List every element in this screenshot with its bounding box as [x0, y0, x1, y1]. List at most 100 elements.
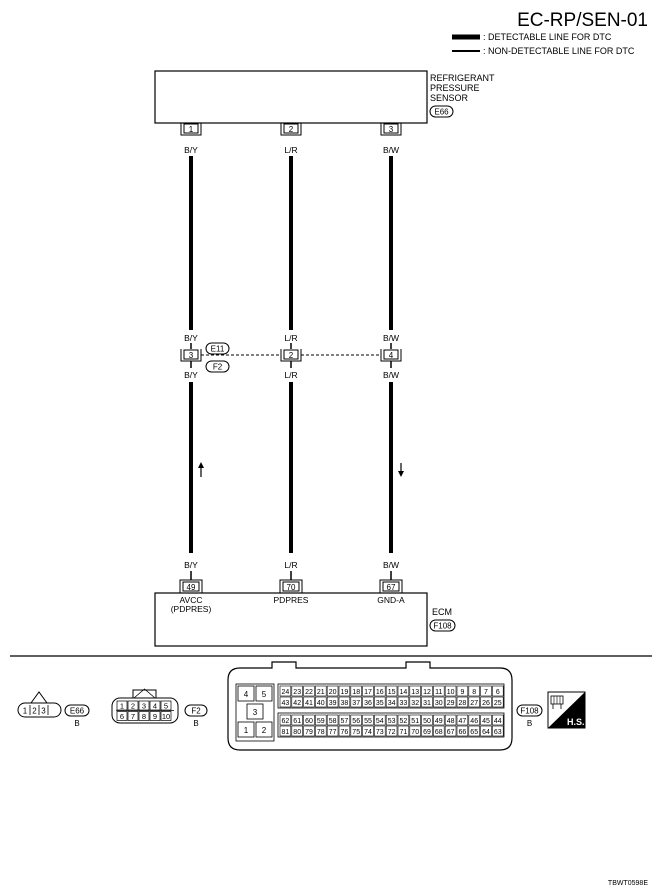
f108-cell [291, 714, 303, 726]
f2-pin: 9 [153, 712, 157, 721]
hs-badge-label: H.S. [567, 717, 585, 727]
wire-3-color-top: B/W [383, 145, 399, 155]
f108-cell [279, 714, 292, 726]
f108-cell [433, 725, 445, 737]
f108-cell [468, 685, 480, 697]
f2-cell [138, 711, 150, 721]
f108-cell [397, 714, 410, 726]
f108-cell [303, 696, 315, 708]
f108-cell [492, 714, 504, 726]
f108-pin: 47 [459, 718, 467, 725]
f108-pin: 77 [329, 729, 337, 736]
f2-cell [149, 700, 161, 711]
ecm-name: ECM [432, 607, 452, 617]
f2-view-id: F2 [191, 707, 201, 716]
f108-cell [385, 685, 398, 697]
f108-cell [362, 725, 374, 737]
f108-pin: 13 [411, 689, 419, 696]
f108-cell-3 [246, 703, 264, 720]
f108-pin: 16 [376, 689, 384, 696]
f108-cell [421, 714, 433, 726]
f108-cell [362, 696, 374, 708]
f108-cell [291, 685, 303, 697]
sensor-pin-1: 1 [180, 123, 202, 136]
f108-pin-3: 3 [253, 708, 258, 717]
f108-pin: 68 [435, 729, 443, 736]
ecm-pin-49: 49 [179, 579, 203, 593]
f108-cell [468, 714, 480, 726]
f108-pin-4: 4 [244, 690, 249, 699]
f108-pin: 60 [305, 718, 313, 725]
ecm-unit: AVCC (PDPRES) PDPRES GND-A ECM F108 [154, 592, 456, 647]
hs-badge: H.S. [547, 691, 586, 729]
f108-pin: 29 [447, 700, 455, 707]
refrigerant-pressure-sensor: REFRIGERANT PRESSURE SENSOR E66 [154, 70, 495, 124]
f108-cell [374, 685, 386, 697]
f108-pin: 31 [423, 700, 431, 707]
wire-1-color-joint-top: B/Y [184, 333, 198, 343]
f108-pin: 22 [305, 689, 313, 696]
f2-key [132, 689, 157, 698]
sensor-pin-2-label: 2 [289, 125, 294, 134]
f108-cell [468, 696, 480, 708]
f108-pin: 63 [494, 729, 502, 736]
f108-cell [385, 714, 398, 726]
f108-pin: 39 [329, 700, 337, 707]
f108-cell [326, 685, 339, 697]
e66-pin-3: 3 [41, 707, 46, 716]
f108-pin: 32 [411, 700, 419, 707]
f108-cell [433, 714, 445, 726]
f108-pin: 64 [482, 729, 490, 736]
f108-cell [303, 685, 315, 697]
f108-cell [421, 685, 433, 697]
f108-pin: 34 [388, 700, 396, 707]
f108-cell-1 [237, 721, 255, 738]
ecm-pin-67-label: 67 [387, 583, 396, 592]
harness-connector-icon [550, 695, 564, 709]
sensor-pin-1-label: 1 [189, 125, 194, 134]
joint-connector-top-id: E11 [211, 345, 225, 354]
f108-cell [279, 725, 292, 737]
f108-pin: 38 [341, 700, 349, 707]
f108-cell [492, 685, 504, 697]
f108-cell [374, 696, 386, 708]
f108-cell [492, 696, 504, 708]
f108-cell [315, 685, 327, 697]
f108-cell [444, 696, 457, 708]
f108-cell [456, 714, 469, 726]
sensor-box [154, 70, 428, 124]
legend-non-detectable-label: : NON-DETECTABLE LINE FOR DTC [483, 46, 635, 56]
e66-housing [17, 702, 62, 718]
f108-pin: 71 [400, 729, 408, 736]
f2-cell [127, 700, 139, 711]
f108-pin: 35 [376, 700, 384, 707]
f108-cell [409, 714, 421, 726]
f108-pin: 52 [400, 718, 408, 725]
f108-pin-2: 2 [262, 726, 267, 735]
f108-pin: 23 [293, 689, 301, 696]
f2-pin: 6 [120, 712, 124, 721]
ecm-pin-49-label: 49 [187, 583, 196, 592]
joint-pin-1: 3 [180, 349, 202, 362]
f108-pin: 33 [400, 700, 408, 707]
f2-pin: 1 [120, 702, 124, 711]
ecm-connector-id: F108 [433, 622, 452, 631]
f2-cell [116, 700, 128, 711]
f108-pin: 41 [305, 700, 313, 707]
f108-cell [421, 725, 433, 737]
f2-view-type: B [193, 719, 198, 728]
f108-cell [338, 696, 351, 708]
f108-cell [397, 725, 410, 737]
f108-pin-1: 1 [244, 726, 249, 735]
f108-pin: 50 [423, 718, 431, 725]
sensor-name-line3: SENSOR [430, 93, 469, 103]
joint-connector-tag-top [205, 342, 230, 355]
sensor-pin-3: 3 [380, 123, 402, 136]
f108-view-tag [516, 704, 543, 717]
f108-cell [468, 725, 480, 737]
f108-pin: 20 [329, 689, 337, 696]
f108-cell [409, 725, 421, 737]
